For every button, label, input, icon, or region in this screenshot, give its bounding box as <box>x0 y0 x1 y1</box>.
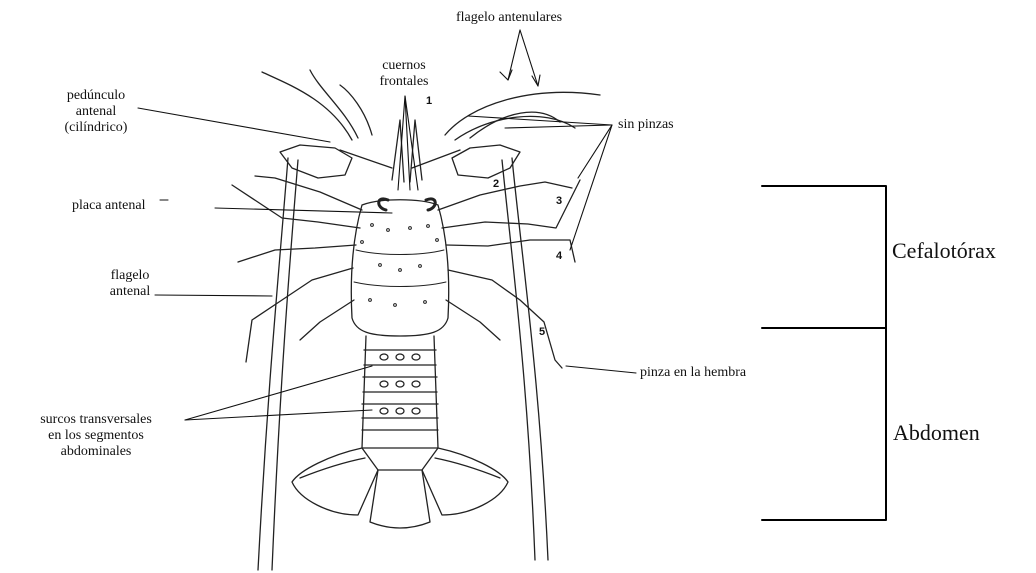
label-flagelo-antenal-line1: flagelo <box>100 268 160 284</box>
label-surcos-line1: surcos transversales <box>6 412 186 428</box>
label-flagelo-antenulares: flagelo antenulares <box>456 10 562 26</box>
region-abdomen: Abdomen <box>893 420 980 446</box>
leg-number-4: 4 <box>556 250 562 262</box>
legs-right <box>438 180 580 368</box>
region-bracket <box>762 186 886 520</box>
leg-number-5: 5 <box>539 326 545 338</box>
abdomen-segments <box>362 336 438 448</box>
label-pinza-hembra: pinza en la hembra <box>640 365 746 381</box>
leg-number-2: 2 <box>493 178 499 190</box>
label-flagelo-antenal-line2: antenal <box>100 284 160 300</box>
label-pedunculo-line2: antenal <box>46 104 146 120</box>
carapace <box>351 200 448 336</box>
label-pedunculo-line1: pedúnculo <box>46 88 146 104</box>
carapace-texture <box>354 224 446 307</box>
label-surcos-line3: abdominales <box>6 444 186 460</box>
label-cuernos-frontales-line2: frontales <box>364 74 444 90</box>
tail-fan <box>292 448 508 528</box>
leg-number-1: 1 <box>426 95 432 107</box>
region-cefalotorax: Cefalotórax <box>892 238 996 264</box>
label-pedunculo-line3: (cilíndrico) <box>46 120 146 136</box>
label-sin-pinzas: sin pinzas <box>618 117 674 133</box>
label-surcos-line2: en los segmentos <box>6 428 186 444</box>
leg-number-3: 3 <box>556 195 562 207</box>
label-cuernos-frontales-line1: cuernos <box>364 58 444 74</box>
legs-left <box>232 176 362 362</box>
label-placa-antenal: placa antenal <box>72 198 145 214</box>
